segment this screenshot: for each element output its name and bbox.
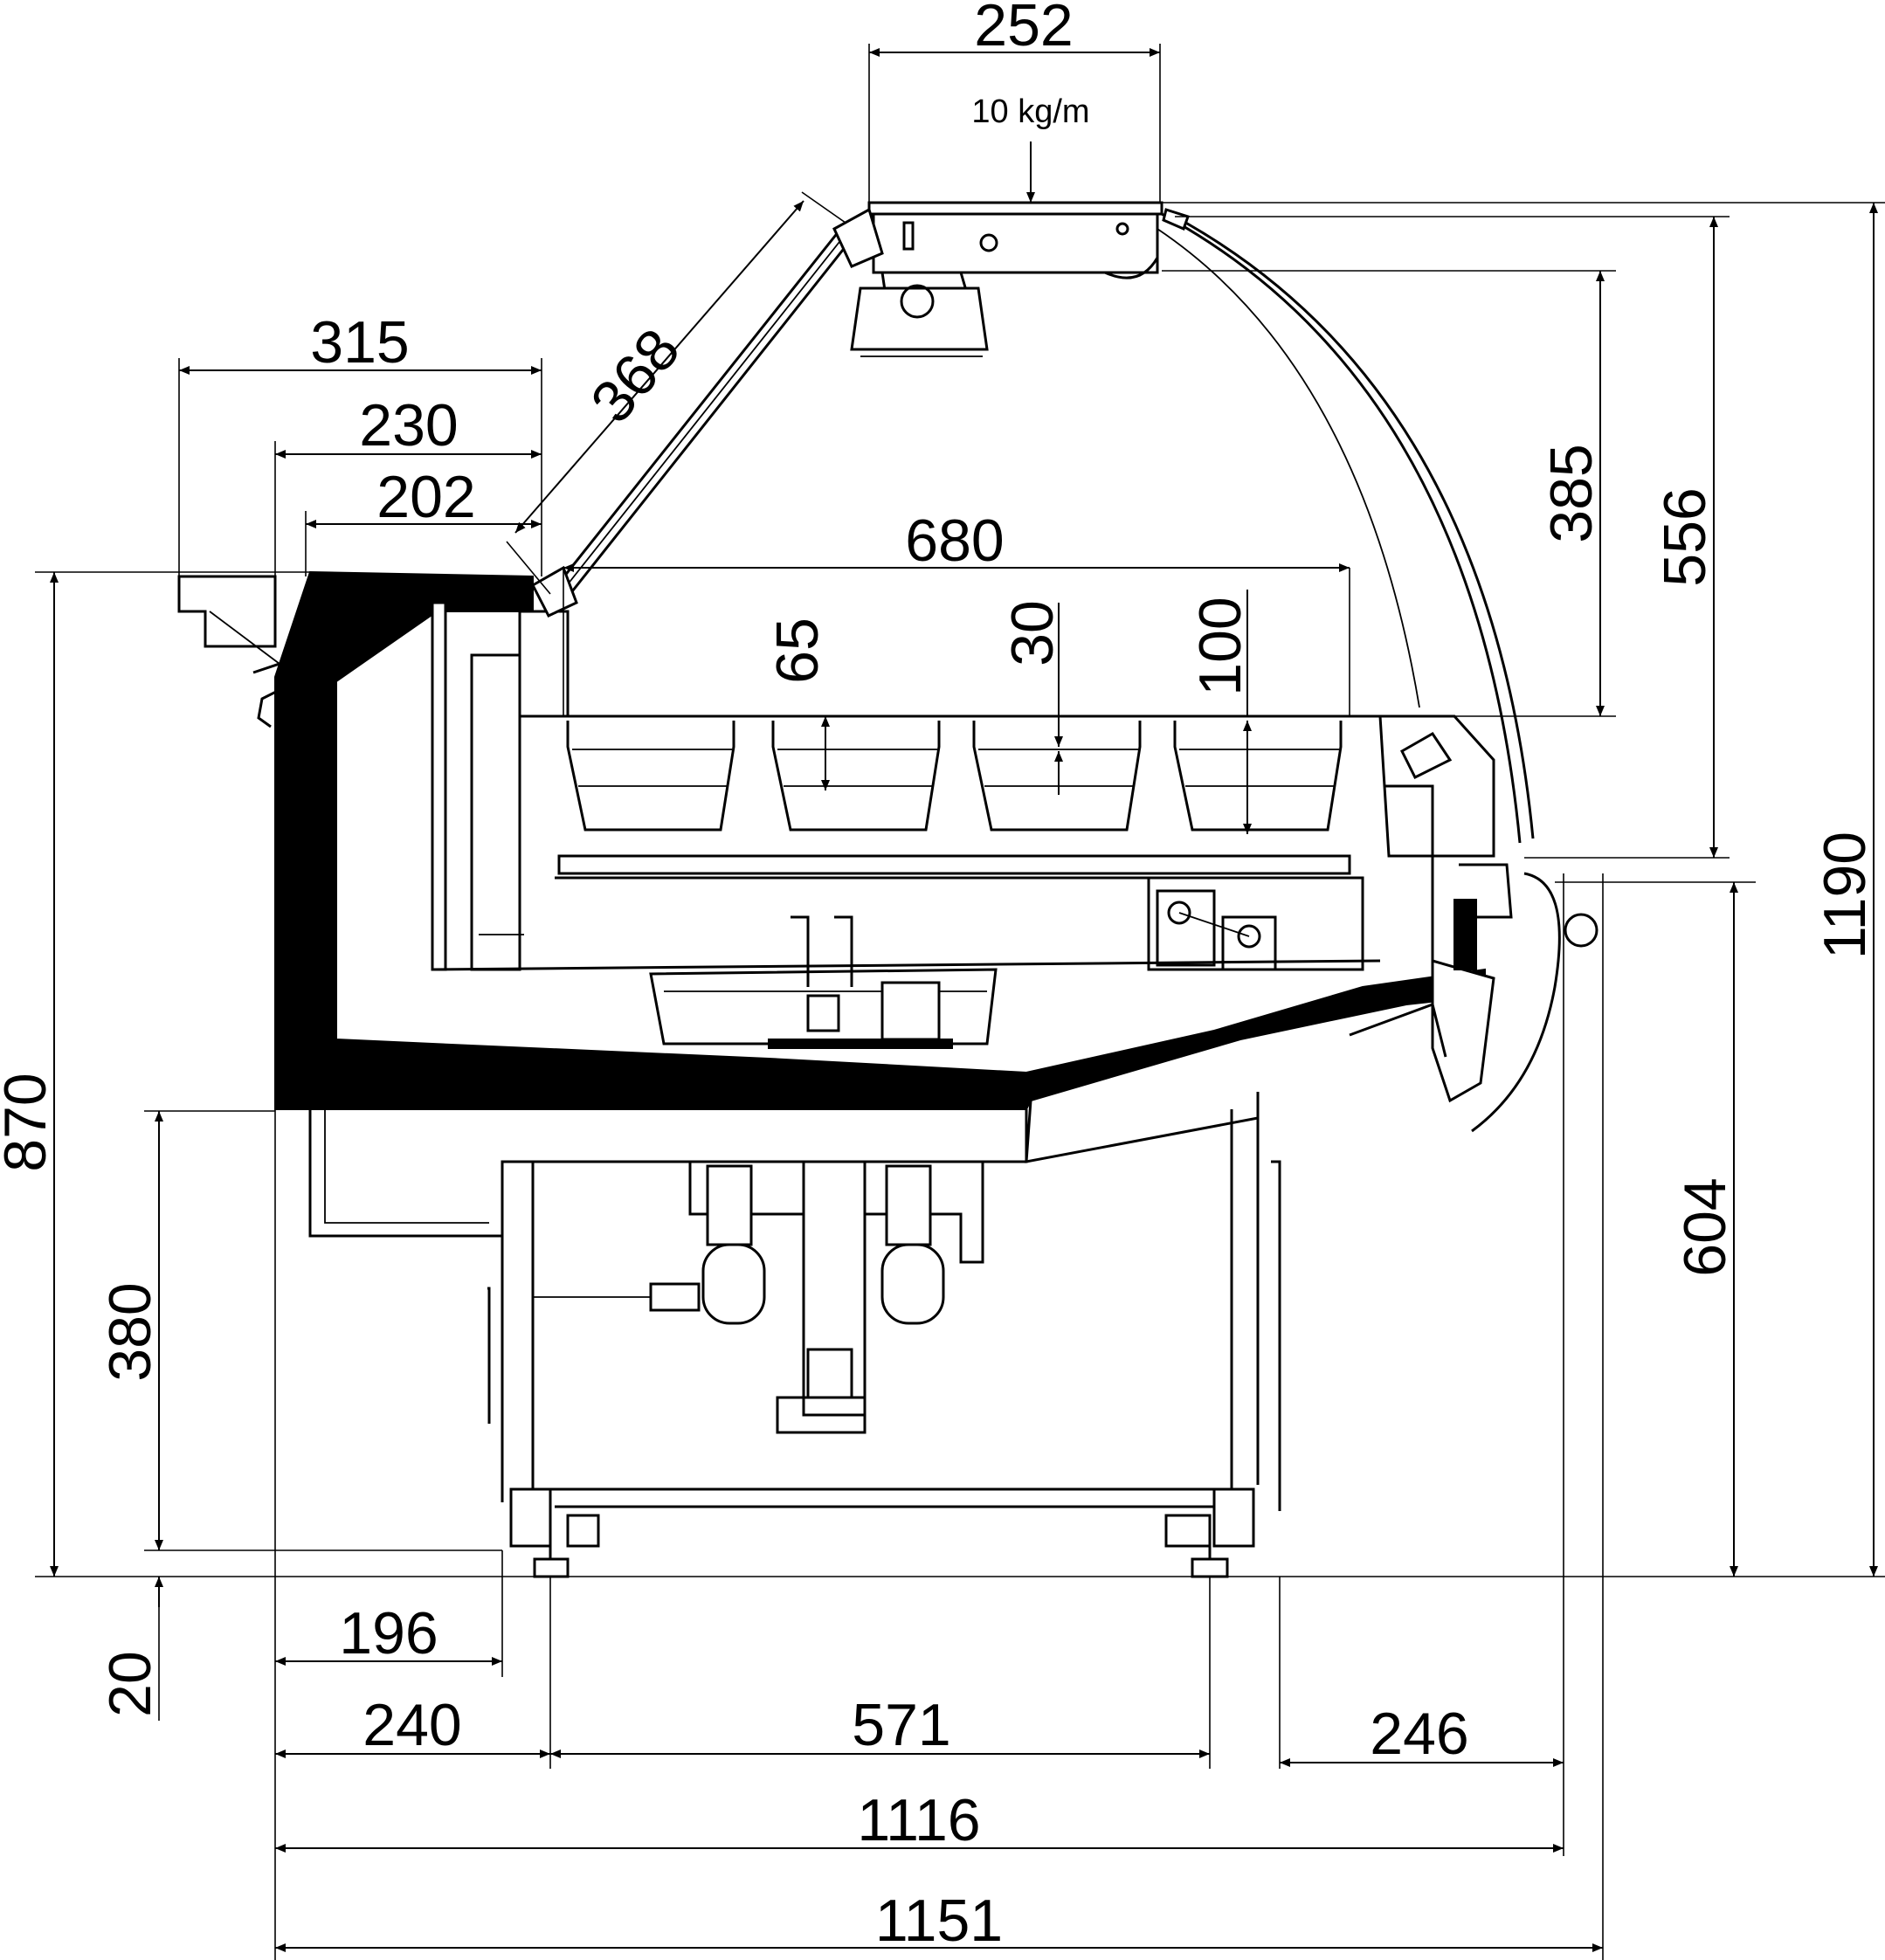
drain-cap [806, 1348, 853, 1399]
dim-label-30: 30 [999, 600, 1066, 666]
dim-label-240: 240 [362, 1692, 461, 1758]
dim-label-368: 368 [578, 316, 693, 435]
dim-line-368 [514, 200, 804, 534]
compressor-head [880, 981, 941, 1041]
frame-left-post [487, 1287, 491, 1424]
canopy-hole-small [1115, 222, 1129, 236]
rod-coupling [649, 1282, 701, 1312]
refrigeration-unit [533, 915, 998, 1434]
front-cover [1431, 959, 1495, 1103]
canopy-slot [902, 221, 915, 251]
dim-label-65: 65 [764, 618, 831, 684]
stand-frame [487, 1109, 1281, 1578]
frame-bottom-rail [533, 1487, 1232, 1508]
pan-1 [566, 721, 735, 832]
pan-1-ribs [572, 749, 732, 787]
leg-left-block [566, 1514, 600, 1548]
valve-body [806, 994, 840, 1032]
pan-4 [1173, 721, 1343, 832]
machinery-frame [673, 1160, 984, 1264]
dim-label-680: 680 [905, 507, 1004, 574]
pan-3 [972, 721, 1142, 832]
front-glass-inner [1174, 215, 1535, 839]
front-handle [1471, 872, 1561, 1133]
top-glass-clamp [832, 207, 884, 268]
valve-stem [791, 915, 853, 987]
drain-base [776, 1396, 867, 1434]
control-panel [1156, 889, 1216, 967]
control-housing [1147, 876, 1364, 971]
canopy-hole [979, 233, 998, 252]
dimension-lines [35, 44, 1885, 1960]
dim-label-604: 604 [1672, 1177, 1738, 1276]
control-box-2 [1221, 915, 1277, 971]
dim-label-202: 202 [376, 464, 475, 530]
dim-label-870: 870 [0, 1073, 59, 1171]
front-service-area [1349, 714, 1598, 1133]
pan-2 [771, 721, 941, 832]
dim-label-571: 571 [852, 1692, 950, 1758]
inner-curve [1157, 228, 1420, 708]
dim-label-196: 196 [339, 1600, 438, 1667]
canopy-beam [872, 212, 1159, 274]
pipe-right [885, 1164, 932, 1246]
light-pivot [900, 284, 935, 319]
canopy-hook [1104, 257, 1159, 280]
front-glass-clip [1162, 208, 1190, 231]
canopy-light [850, 286, 989, 351]
lower-body-right [1025, 1092, 1260, 1163]
left-overhang-profile [177, 575, 277, 648]
dim-label-1116: 1116 [857, 1787, 980, 1853]
frame-right-post [1271, 1160, 1281, 1511]
front-seal [1453, 899, 1477, 970]
control-link [1178, 912, 1250, 937]
dim-label-556: 556 [1652, 487, 1718, 586]
foot-left [533, 1557, 570, 1578]
food-pans [520, 714, 1393, 880]
pan-shelf [557, 854, 1351, 875]
left-hook [252, 661, 281, 728]
back-panel [518, 610, 570, 718]
dim-label-380: 380 [97, 1282, 163, 1381]
front-duct [1384, 784, 1434, 961]
dim-label-1190: 1190 [1812, 832, 1878, 959]
pan-2-ribs [777, 749, 937, 787]
dim-label-230: 230 [359, 392, 458, 459]
dim-label-1151: 1151 [875, 1888, 1003, 1954]
display-case-outline [177, 570, 1486, 1238]
lower-body-inner [324, 1109, 489, 1224]
fan-right [880, 1243, 945, 1325]
dim-label-315: 315 [310, 309, 409, 376]
insulated-body [274, 570, 1486, 1110]
control-knob-1 [1167, 901, 1191, 925]
front-latch [1459, 863, 1513, 919]
inner-wall-panel [470, 653, 521, 971]
dim-label-20: 20 [97, 1651, 163, 1717]
fan-left [701, 1243, 766, 1325]
unit-base [768, 1039, 953, 1049]
left-overhang-trim [209, 611, 280, 665]
leg-right-block [1164, 1514, 1212, 1548]
control-box [1147, 876, 1364, 971]
load-label: 10 kg/m [971, 93, 1089, 130]
pan-4-ribs [1179, 749, 1339, 787]
pipe-left [706, 1164, 753, 1246]
rear-glass-clamp [531, 565, 578, 618]
dim-label-252: 252 [974, 0, 1073, 59]
front-bracket [1400, 732, 1453, 780]
canopy-beam-top [867, 201, 1163, 216]
dim-label-100: 100 [1187, 597, 1253, 695]
front-drip [1349, 1003, 1447, 1058]
inner-wall-left [431, 601, 447, 971]
rear-glass-outer [549, 222, 847, 595]
control-knob-2 [1237, 924, 1261, 949]
leg-right [1212, 1487, 1255, 1548]
leg-left [509, 1487, 552, 1548]
front-knob [1564, 913, 1598, 948]
dim-label-246: 246 [1370, 1701, 1468, 1767]
foot-right [1191, 1557, 1229, 1578]
dim-label-385: 385 [1538, 444, 1605, 542]
